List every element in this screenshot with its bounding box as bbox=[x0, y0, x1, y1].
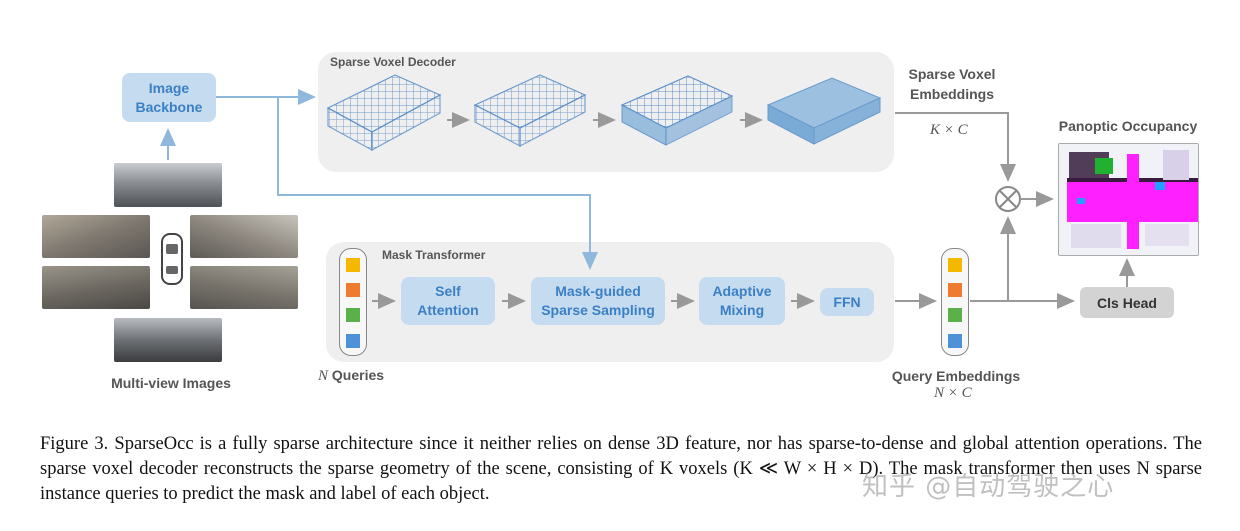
query-square-green bbox=[346, 308, 360, 322]
figure-number: Figure 3. bbox=[40, 434, 109, 454]
ffn-box: FFN bbox=[820, 288, 874, 316]
image-backbone-box: Image Backbone bbox=[122, 73, 216, 122]
multiview-images-label: Multi-view Images bbox=[111, 375, 231, 391]
query-square-blue bbox=[346, 334, 360, 348]
embedding-square-orange bbox=[948, 283, 962, 297]
camera-image-front bbox=[114, 163, 222, 207]
figure-caption: Figure 3. SparseOcc is a fully sparse ar… bbox=[40, 432, 1202, 507]
queries-word: Queries bbox=[331, 367, 385, 383]
watermark: 知乎 @自动驾驶之心 bbox=[862, 472, 1115, 502]
camera-image-front-left bbox=[42, 215, 150, 258]
self-attention-text: Self Attention bbox=[417, 283, 479, 318]
caption-text: SparseOcc is a fully sparse architecture… bbox=[40, 434, 1203, 504]
embedding-square-green bbox=[948, 308, 962, 322]
arrow-backbone-to-mask-sampling bbox=[277, 97, 598, 270]
car-icon bbox=[161, 233, 183, 285]
mask-guided-sparse-sampling-box: Mask-guided Sparse Sampling bbox=[531, 277, 665, 325]
camera-image-front-right bbox=[190, 215, 298, 258]
k-times-c-label: K × C bbox=[930, 122, 968, 138]
arrow-voxel-embeddings-to-product bbox=[895, 112, 1016, 182]
self-attention-box: Self Attention bbox=[401, 277, 495, 325]
n-queries-label: N Queries bbox=[318, 367, 384, 385]
adaptive-mixing-box: Adaptive Mixing bbox=[699, 277, 785, 325]
query-embeddings-label: Query Embeddings bbox=[891, 368, 1021, 384]
query-square-orange bbox=[346, 283, 360, 297]
voxel-stage-3 bbox=[620, 75, 734, 146]
query-square-yellow bbox=[346, 258, 360, 272]
image-backbone-text: Image Backbone bbox=[135, 79, 203, 115]
camera-image-back-left bbox=[42, 266, 150, 309]
panoptic-occupancy-render bbox=[1059, 144, 1198, 255]
cls-head-text: Cls Head bbox=[1097, 294, 1157, 311]
embedding-square-blue bbox=[948, 334, 962, 348]
voxel-stage-1 bbox=[326, 74, 442, 152]
camera-image-back bbox=[114, 318, 222, 362]
voxel-stage-4 bbox=[766, 77, 882, 145]
sparse-voxel-embeddings-label: Sparse Voxel Embeddings bbox=[908, 66, 996, 102]
panoptic-occupancy-image bbox=[1058, 143, 1199, 256]
ffn-text: FFN bbox=[833, 293, 861, 310]
camera-image-back-right bbox=[190, 266, 298, 309]
outer-product-icon bbox=[995, 186, 1021, 212]
voxel-stage-2 bbox=[473, 74, 587, 147]
cls-head-box: Cls Head bbox=[1080, 287, 1174, 318]
n-times-c-label: N × C bbox=[934, 385, 972, 401]
adaptive-mixing-text: Adaptive Mixing bbox=[712, 283, 772, 318]
n-variable: N bbox=[318, 368, 329, 384]
embedding-square-yellow bbox=[948, 258, 962, 272]
mask-guided-text: Mask-guided Sparse Sampling bbox=[541, 283, 655, 318]
panoptic-occupancy-label: Panoptic Occupancy bbox=[1058, 118, 1198, 134]
mask-transformer-label: Mask Transformer bbox=[382, 248, 486, 262]
sparse-voxel-decoder-label: Sparse Voxel Decoder bbox=[330, 55, 456, 69]
